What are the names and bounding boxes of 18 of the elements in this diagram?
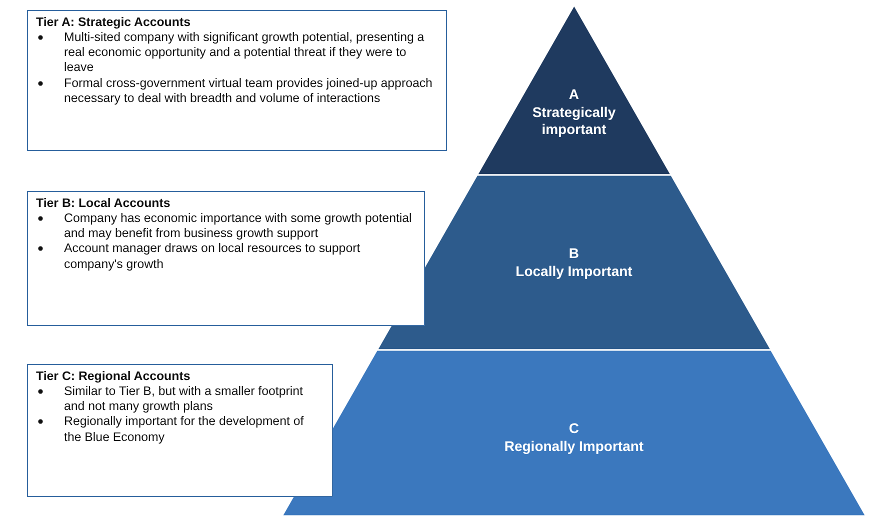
tier-heading: Tier B: Local Accounts: [36, 196, 172, 212]
tier-label: C: [568, 420, 580, 438]
bullet-text: Regionally important for the development of the Blue Economy: [64, 414, 304, 444]
bullet-text: Similar to Tier B, but with a smaller footprint and not many growth plans: [64, 384, 303, 414]
tier-heading: Tier C: Regional Accounts: [36, 369, 192, 384]
bullet-text: Company has economic importance with some growth potential and may benefit from business growth support: [64, 211, 412, 240]
text-box: [27, 10, 447, 151]
tier-label: Regionally Important: [503, 438, 645, 455]
tier-label: Strategically important: [531, 104, 617, 138]
tier-label: A: [568, 86, 580, 104]
tier-heading: Tier A: Strategic Accounts: [36, 15, 192, 30]
text-box: [27, 364, 333, 497]
text-box: [27, 191, 425, 326]
bullet-text: Multi-sited company with significant growth potential, presenting a real economic opportunity and a potential threat if they were to leave: [64, 30, 424, 74]
tier-label: Locally Important: [514, 262, 634, 280]
tier-label: B: [568, 245, 580, 262]
bullet-text: Formal cross-government virtual team provides joined-up approach necessary to deal with breadth and volume of interactions: [64, 76, 432, 105]
bullet-text: Account manager draws on local resources to support company's growth: [64, 241, 360, 270]
